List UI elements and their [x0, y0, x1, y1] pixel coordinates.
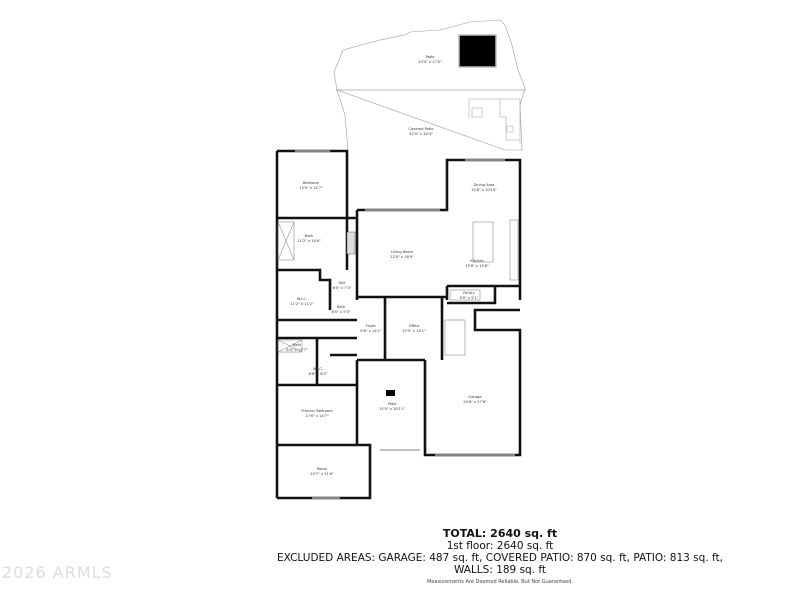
outdoor-kitchen — [468, 98, 521, 143]
excluded-areas: EXCLUDED AREAS: GARAGE: 487 sq. ft, COVE… — [277, 552, 723, 564]
label-office: Office — [409, 324, 420, 328]
label-room: Room — [317, 467, 328, 471]
size-dining: 15'8" x 10'10" — [471, 188, 497, 192]
size-office: 12'9" x 14'1" — [402, 329, 426, 333]
size-patio-top: 43'0" x 17'0" — [418, 60, 442, 64]
label-covered-patio: Covered Patio — [409, 127, 434, 131]
patio-column — [386, 390, 395, 396]
size-hall: 6'0" x 7'3" — [333, 286, 352, 290]
fireplace — [346, 231, 356, 255]
label-foyer: Foyer — [366, 324, 376, 328]
label-pantry: Pantry — [463, 291, 475, 295]
label-patio-top: Patio — [426, 55, 435, 59]
label-wic1: W.I.C. — [297, 297, 307, 301]
label-wic2: W.I.C. — [313, 367, 323, 371]
walls — [275, 149, 522, 500]
label-bath3: Bath — [293, 343, 301, 347]
size-covered-patio: 42'0" x 20'4" — [409, 132, 433, 136]
windows — [295, 150, 515, 499]
fixtures — [277, 219, 519, 356]
disclaimer: Measurements Are Deemed Reliable, But No… — [426, 579, 574, 585]
label-primary: Primary Bedroom — [301, 409, 333, 413]
label-patio-front: Patio — [388, 402, 397, 406]
size-wic2: 6'6" x 6'2" — [309, 372, 328, 376]
label-hall: Hall — [339, 281, 346, 285]
label-bedroom: Bedroom — [303, 181, 320, 185]
walls-area: WALLS: 189 sq. ft — [453, 564, 547, 576]
watermark: 2026 ARMLS — [2, 563, 113, 582]
size-bath3: 8'4" x 13'7" — [286, 348, 307, 352]
total-area: TOTAL: 2640 sq. ft — [442, 527, 558, 540]
size-living: 22'0" x 18'9" — [390, 255, 414, 259]
room-labels: Patio 43'0" x 17'0" Covered Patio 42'0" … — [286, 55, 497, 476]
hot-tub — [458, 34, 497, 68]
label-garage: Garage — [468, 395, 482, 399]
floor-area: 1st floor: 2640 sq. ft — [446, 540, 554, 552]
size-primary: 17'6" x 14'7" — [305, 414, 329, 418]
label-bath1: Bath — [305, 234, 313, 238]
label-living: Living Room — [391, 250, 414, 254]
size-foyer: 8'6" x 14'1" — [360, 329, 381, 333]
label-dining: Dining Area — [473, 183, 494, 187]
covered-patio-outline — [336, 89, 349, 151]
size-bath2: 8'0" x 5'3" — [332, 310, 351, 314]
size-garage: 20'6" x 27'8" — [463, 400, 487, 404]
label-bath2: Bath — [337, 305, 345, 309]
label-kitchen: Kitchen — [470, 259, 484, 263]
size-pantry: 9'0" x 5'1" — [460, 296, 479, 300]
patio-outline — [333, 19, 526, 151]
size-room: 20'7" x 11'6" — [310, 472, 334, 476]
size-bedroom: 15'0" x 14'7" — [299, 186, 323, 190]
size-bath1: 11'2" x 14'6" — [297, 239, 321, 243]
size-wic1: 11'2" x 11'2" — [290, 302, 314, 306]
size-patio-front: 15'0" x 18'11" — [379, 407, 405, 411]
size-kitchen: 15'8" x 15'8" — [465, 264, 489, 268]
